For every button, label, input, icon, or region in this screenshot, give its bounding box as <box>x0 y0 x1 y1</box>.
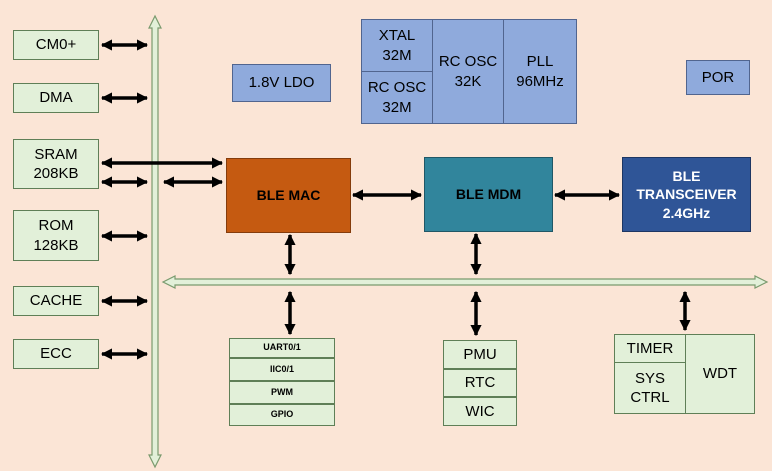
dma-block: DMA <box>13 83 99 113</box>
rc-osc-32k-block: RC OSC 32K <box>432 19 504 124</box>
cm0-block: CM0+ <box>13 30 99 60</box>
xtal-32m-block: XTAL 32M <box>361 19 433 72</box>
ble-mdm-block: BLE MDM <box>424 157 553 232</box>
wdt-block: WDT <box>685 334 755 414</box>
sram-block: SRAM 208KB <box>13 139 99 189</box>
vertical-system-bus <box>148 14 162 469</box>
timer-block: TIMER <box>614 334 686 363</box>
rom-block: ROM 128KB <box>13 210 99 261</box>
wic-block: WIC <box>443 397 517 426</box>
horizontal-peripheral-bus <box>161 275 769 289</box>
ble-mac-block: BLE MAC <box>226 158 351 233</box>
ecc-block: ECC <box>13 339 99 369</box>
ldo-1v8-block: 1.8V LDO <box>232 64 331 102</box>
rtc-block: RTC <box>443 369 517 397</box>
rc-osc-32m-block: RC OSC 32M <box>361 71 433 124</box>
iic-block: IIC0/1 <box>229 358 335 381</box>
por-block: POR <box>686 60 750 95</box>
cache-block: CACHE <box>13 286 99 316</box>
ble-transceiver-block: BLE TRANSCEIVER 2.4GHz <box>622 157 751 232</box>
pll-96mhz-block: PLL 96MHz <box>503 19 577 124</box>
sys-ctrl-block: SYS CTRL <box>614 362 686 414</box>
uart-block: UART0/1 <box>229 338 335 358</box>
gpio-block: GPIO <box>229 404 335 426</box>
pwm-block: PWM <box>229 381 335 404</box>
pmu-block: PMU <box>443 340 517 369</box>
